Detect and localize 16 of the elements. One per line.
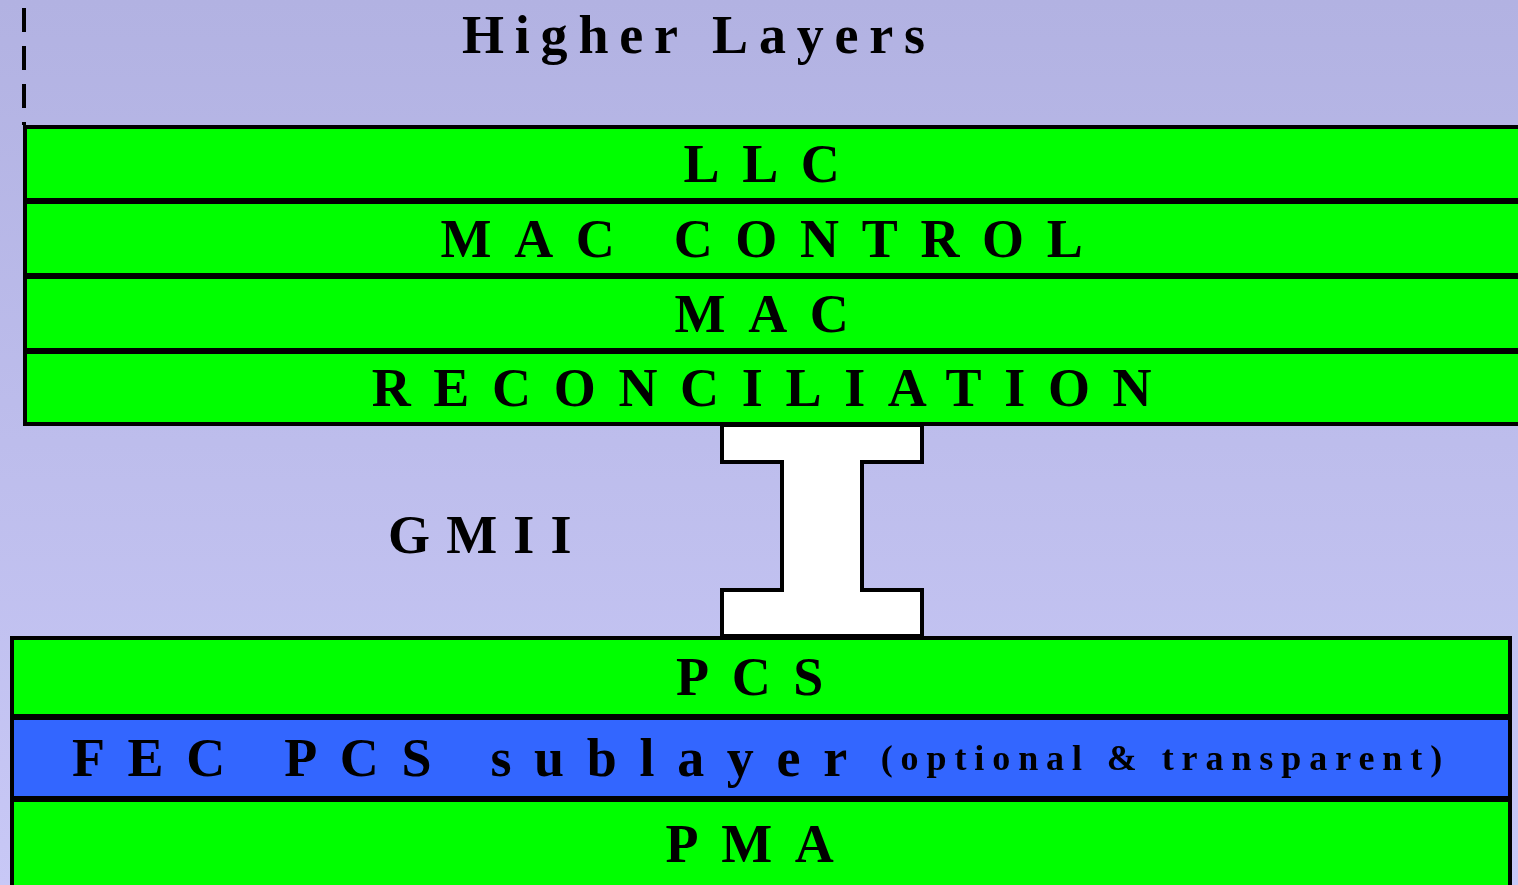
layer-bar — [23, 350, 1518, 426]
layer-name: PMA — [665, 817, 857, 871]
layer-note: (optional & transparent) — [880, 740, 1451, 776]
layer-name: MAC CONTROL — [440, 211, 1106, 266]
layer-bar — [10, 798, 1512, 885]
layer-name: LLC — [683, 136, 863, 191]
layer-bar — [23, 200, 1518, 277]
layer-name: PCS — [675, 650, 847, 704]
interface-connector — [720, 423, 924, 638]
layer-bar — [23, 275, 1518, 352]
layer-bar — [10, 716, 1512, 800]
edge-label: GMII — [388, 508, 588, 562]
layer-bar — [10, 636, 1512, 718]
layer-name: RECONCILIATION — [371, 361, 1175, 415]
layer-name: MAC — [674, 286, 872, 341]
layer-bar — [23, 125, 1518, 202]
